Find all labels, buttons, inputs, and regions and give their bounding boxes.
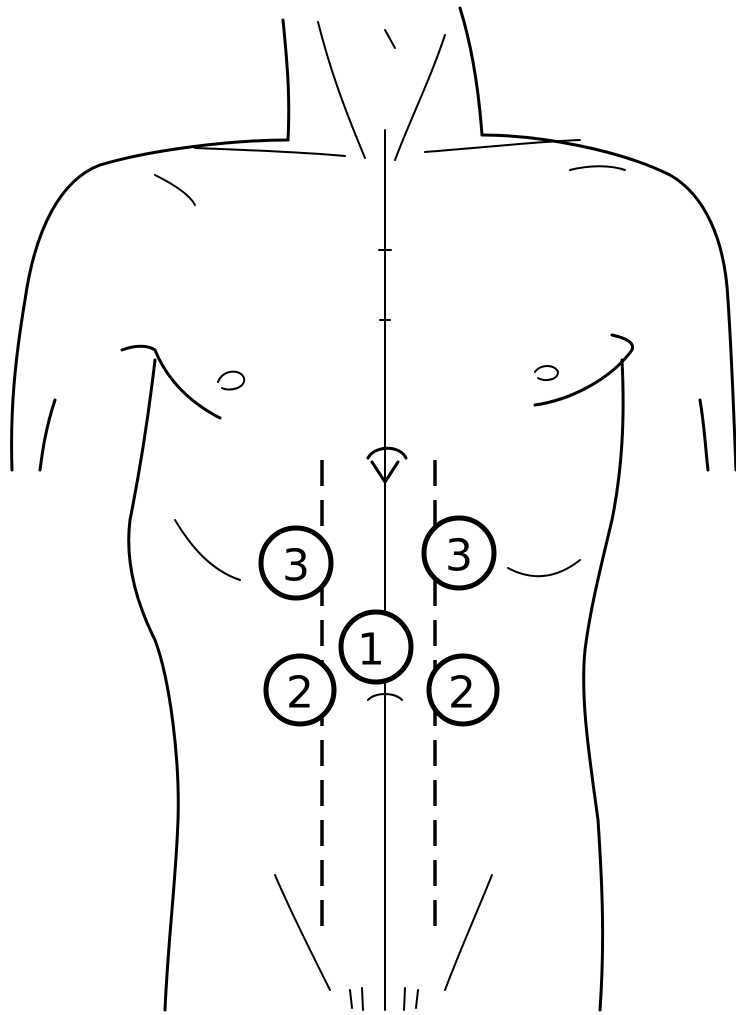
port-1: 1 <box>341 612 411 682</box>
right-groin-line <box>445 875 492 990</box>
neck-right-outline <box>460 8 482 135</box>
left-pectoral <box>122 346 220 418</box>
port-3-right-label: 3 <box>445 531 473 582</box>
sternocleidomastoid-left <box>318 22 365 158</box>
left-shoulder-outline <box>12 140 288 470</box>
left-torso-side <box>129 360 179 1010</box>
left-arm-inner <box>40 400 55 470</box>
right-pectoral <box>535 335 633 405</box>
port-3-right: 3 <box>424 518 494 588</box>
right-nipple <box>535 366 558 380</box>
left-clavicle <box>195 148 345 156</box>
left-nipple <box>218 372 244 390</box>
right-deltoid-line <box>570 166 625 170</box>
neck-left-outline <box>283 20 289 140</box>
left-groin-line <box>275 875 330 990</box>
port-2-left-label: 2 <box>286 668 314 719</box>
left-deltoid-line <box>155 175 195 205</box>
right-shoulder-outline <box>482 135 736 470</box>
sternocleidomastoid-right <box>395 35 445 160</box>
right-torso-side <box>584 360 623 1010</box>
port-2-left: 2 <box>266 656 334 724</box>
right-costal-line <box>508 560 580 576</box>
xiphoid-mark <box>368 448 406 482</box>
port-3-left: 3 <box>261 528 331 598</box>
right-clavicle <box>425 140 580 152</box>
port-2-right: 2 <box>429 656 497 724</box>
left-costal-line <box>175 520 240 580</box>
port-1-label: 1 <box>357 625 385 676</box>
right-arm-inner <box>700 400 708 470</box>
throat-mark <box>385 30 395 48</box>
port-2-right-label: 2 <box>448 668 476 719</box>
port-3-left-label: 3 <box>282 541 310 592</box>
